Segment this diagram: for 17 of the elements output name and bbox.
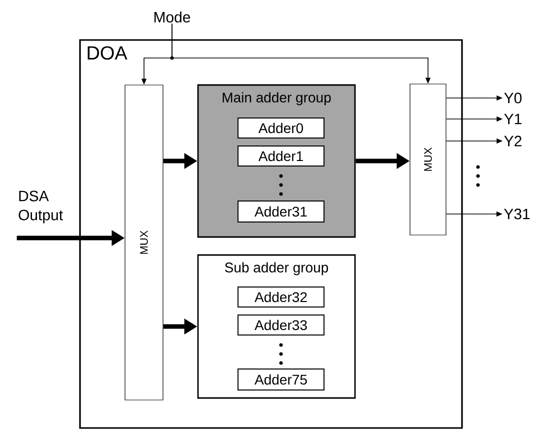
mux-box: MUX [410, 84, 446, 236]
adder-box: Adder32 [238, 286, 324, 308]
adder-box: Adder0 [238, 118, 324, 138]
adder-box: Adder31 [238, 200, 324, 222]
mux-box: MUX [124, 84, 164, 400]
group-title: Main adder group [222, 92, 331, 106]
group-title: Sub adder group [225, 262, 328, 276]
adder-box: Adder1 [238, 146, 324, 166]
output-label: Y0 [504, 92, 522, 104]
input-label: DSA Output [18, 190, 63, 224]
adder-box: Adder75 [238, 368, 324, 390]
adder-box: Adder33 [238, 314, 324, 336]
signal-label: Mode [154, 12, 190, 22]
output-label: Y1 [504, 114, 522, 124]
output-label: Y2 [504, 136, 522, 146]
output-label: Y31 [504, 208, 530, 220]
block-title: DOA [88, 46, 128, 60]
